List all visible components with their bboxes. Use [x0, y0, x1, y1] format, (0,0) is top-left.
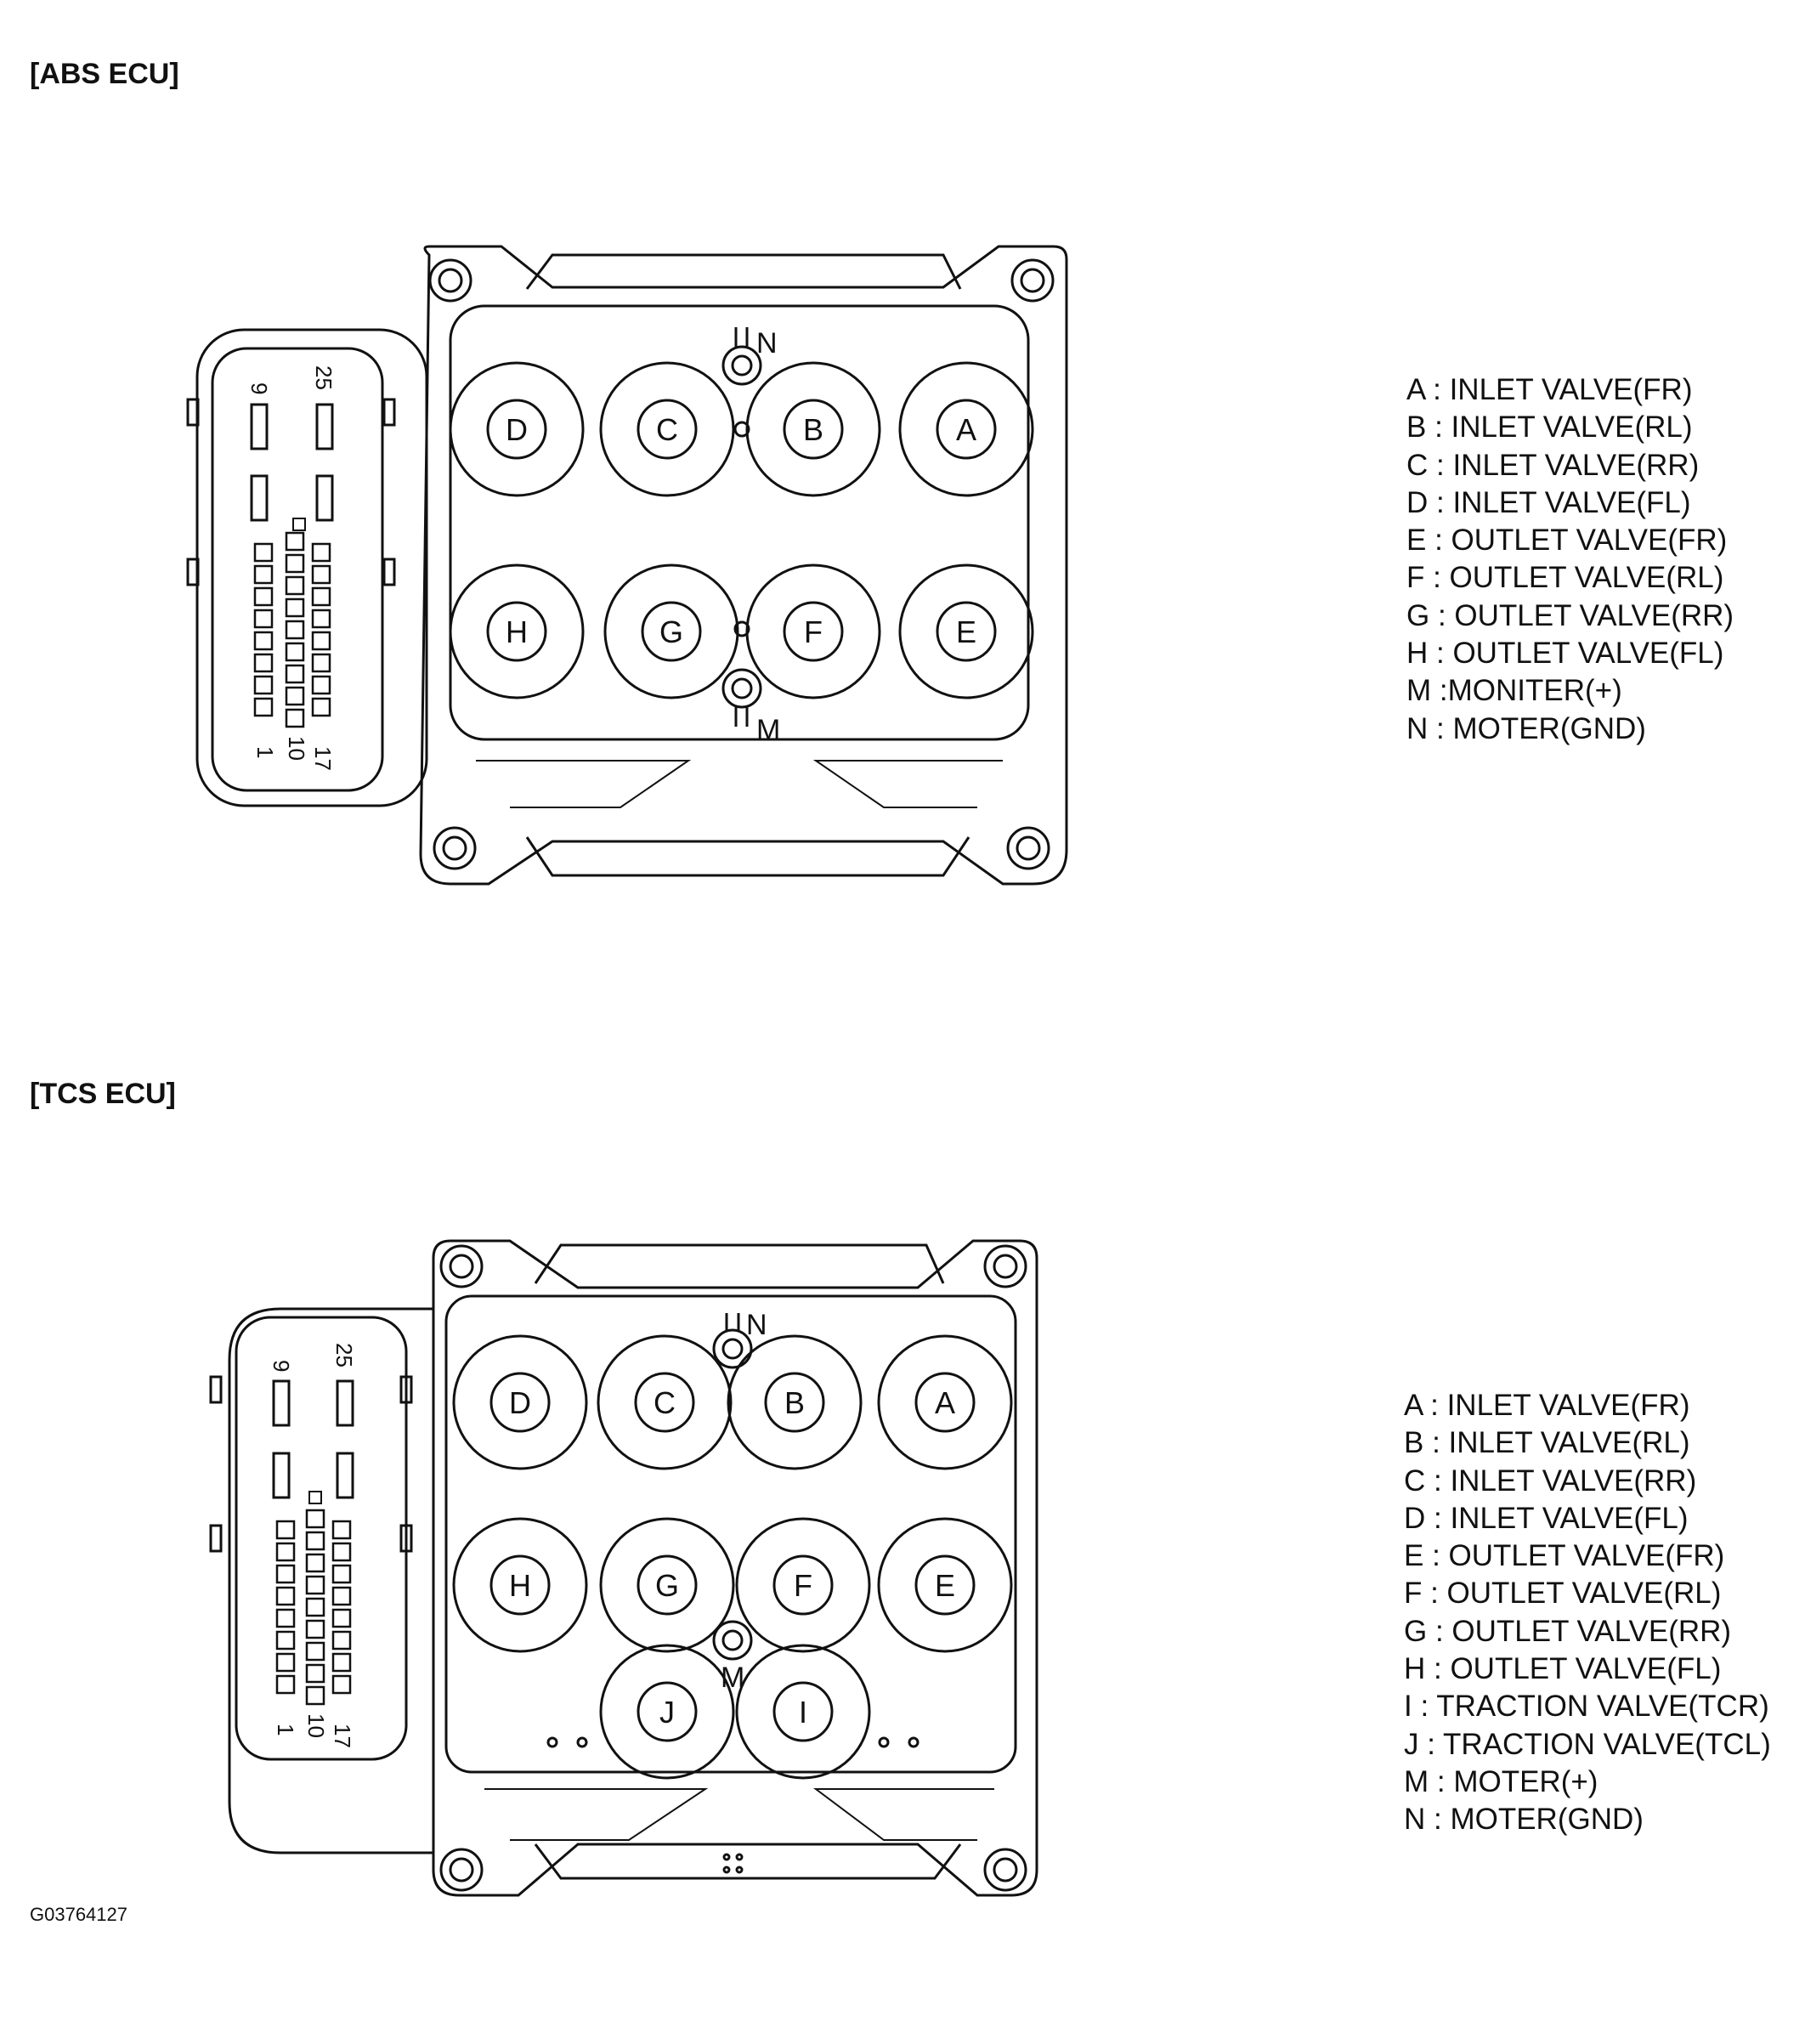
tcs-legend-item: I : TRACTION VALVE(TCR) — [1404, 1690, 1769, 1724]
abs-pin-label-17: 17 — [310, 746, 336, 771]
tcs-pin-label-10: 10 — [303, 1713, 329, 1738]
tcs-legend-item: N : MOTER(GND) — [1404, 1803, 1644, 1837]
abs-valve-f: F — [804, 614, 823, 649]
tcs-legend-item: H : OUTLET VALVE(FL) — [1404, 1652, 1722, 1686]
tcs-connector-housing — [228, 1307, 433, 1854]
tcs-legend: A : INLET VALVE(FR) B : INLET VALVE(RL) … — [1404, 1387, 1771, 1839]
abs-ecu-diagram: 9 25 1 10 17 D C B A H G F E N M — [186, 245, 1068, 886]
abs-legend: A : INLET VALVE(FR) B : INLET VALVE(RL) … — [1406, 371, 1734, 748]
abs-legend-item: D : INLET VALVE(FL) — [1406, 485, 1691, 519]
abs-pin-grid — [253, 531, 331, 728]
abs-valve-a: A — [956, 412, 976, 447]
abs-motor-gnd-marker: N — [756, 327, 778, 360]
abs-legend-item: H : OUTLET VALVE(FL) — [1406, 637, 1724, 671]
abs-legend-item: E : OUTLET VALVE(FR) — [1406, 524, 1728, 558]
abs-motor-plus-marker: M — [756, 714, 780, 746]
tcs-pin-grid — [275, 1509, 352, 1706]
tcs-legend-item: E : OUTLET VALVE(FR) — [1404, 1539, 1725, 1573]
tcs-valve-j: J — [659, 1695, 675, 1730]
abs-valve-e: E — [956, 614, 976, 649]
abs-valve-g: G — [659, 614, 683, 649]
tcs-valve-g: G — [655, 1568, 679, 1603]
tcs-valve-plate — [444, 1294, 1017, 1774]
tcs-motor-plus-marker: M — [721, 1662, 744, 1694]
abs-pin-label-25: 25 — [311, 365, 337, 390]
tcs-pin-label-25: 25 — [331, 1343, 357, 1367]
tcs-legend-item: J : TRACTION VALVE(TCL) — [1404, 1727, 1771, 1761]
tcs-legend-item: G : OUTLET VALVE(RR) — [1404, 1614, 1732, 1648]
tcs-valve-c: C — [654, 1385, 676, 1420]
figure-reference-code: G03764127 — [30, 1904, 127, 1925]
abs-pin-label-10: 10 — [284, 736, 309, 761]
tcs-unit-body — [432, 1239, 1038, 1897]
tcs-valve-a: A — [935, 1385, 955, 1420]
abs-legend-item: A : INLET VALVE(FR) — [1406, 373, 1693, 406]
tcs-legend-item: B : INLET VALVE(RL) — [1404, 1426, 1690, 1460]
tcs-ecu-diagram: 9 25 1 10 17 D C B A H G F E J I N M — [209, 1239, 1038, 1897]
abs-legend-item: M :MONITER(+) — [1406, 674, 1622, 708]
tcs-connector-face — [235, 1316, 408, 1761]
tcs-pin-label-17: 17 — [330, 1724, 355, 1748]
abs-legend-item: F : OUTLET VALVE(RL) — [1406, 561, 1724, 595]
tcs-valve-i: I — [799, 1695, 807, 1730]
abs-connector-face — [211, 347, 384, 792]
tcs-valve-d: D — [509, 1385, 531, 1420]
abs-legend-item: N : MOTER(GND) — [1406, 711, 1646, 745]
abs-valve-c: C — [656, 412, 678, 447]
abs-unit-body — [419, 245, 1068, 886]
tcs-motor-gnd-marker: N — [746, 1309, 767, 1341]
tcs-legend-item: A : INLET VALVE(FR) — [1404, 1389, 1690, 1422]
tcs-pin-label-9: 9 — [269, 1360, 294, 1372]
abs-legend-item: C : INLET VALVE(RR) — [1406, 448, 1700, 482]
abs-valve-b: B — [803, 412, 823, 447]
abs-legend-item: B : INLET VALVE(RL) — [1406, 410, 1693, 444]
abs-valve-d: D — [506, 412, 528, 447]
tcs-valve-h: H — [509, 1568, 531, 1603]
abs-section-title: [ABS ECU] — [30, 58, 179, 90]
tcs-legend-item: F : OUTLET VALVE(RL) — [1404, 1577, 1722, 1611]
tcs-legend-item: D : INLET VALVE(FL) — [1404, 1501, 1689, 1535]
tcs-legend-item: M : MOTER(+) — [1404, 1764, 1598, 1798]
tcs-valve-e: E — [935, 1568, 955, 1603]
tcs-legend-item: C : INLET VALVE(RR) — [1404, 1464, 1697, 1498]
tcs-valve-f: F — [794, 1568, 812, 1603]
abs-valve-h: H — [506, 614, 528, 649]
tcs-valve-b: B — [784, 1385, 805, 1420]
abs-legend-item: G : OUTLET VALVE(RR) — [1406, 598, 1734, 632]
tcs-pin-label-1: 1 — [273, 1724, 298, 1735]
abs-pin-label-9: 9 — [246, 382, 272, 394]
abs-valve-plate — [449, 304, 1030, 741]
tcs-section-title: [TCS ECU] — [30, 1078, 176, 1110]
abs-pin-label-1: 1 — [252, 746, 278, 758]
